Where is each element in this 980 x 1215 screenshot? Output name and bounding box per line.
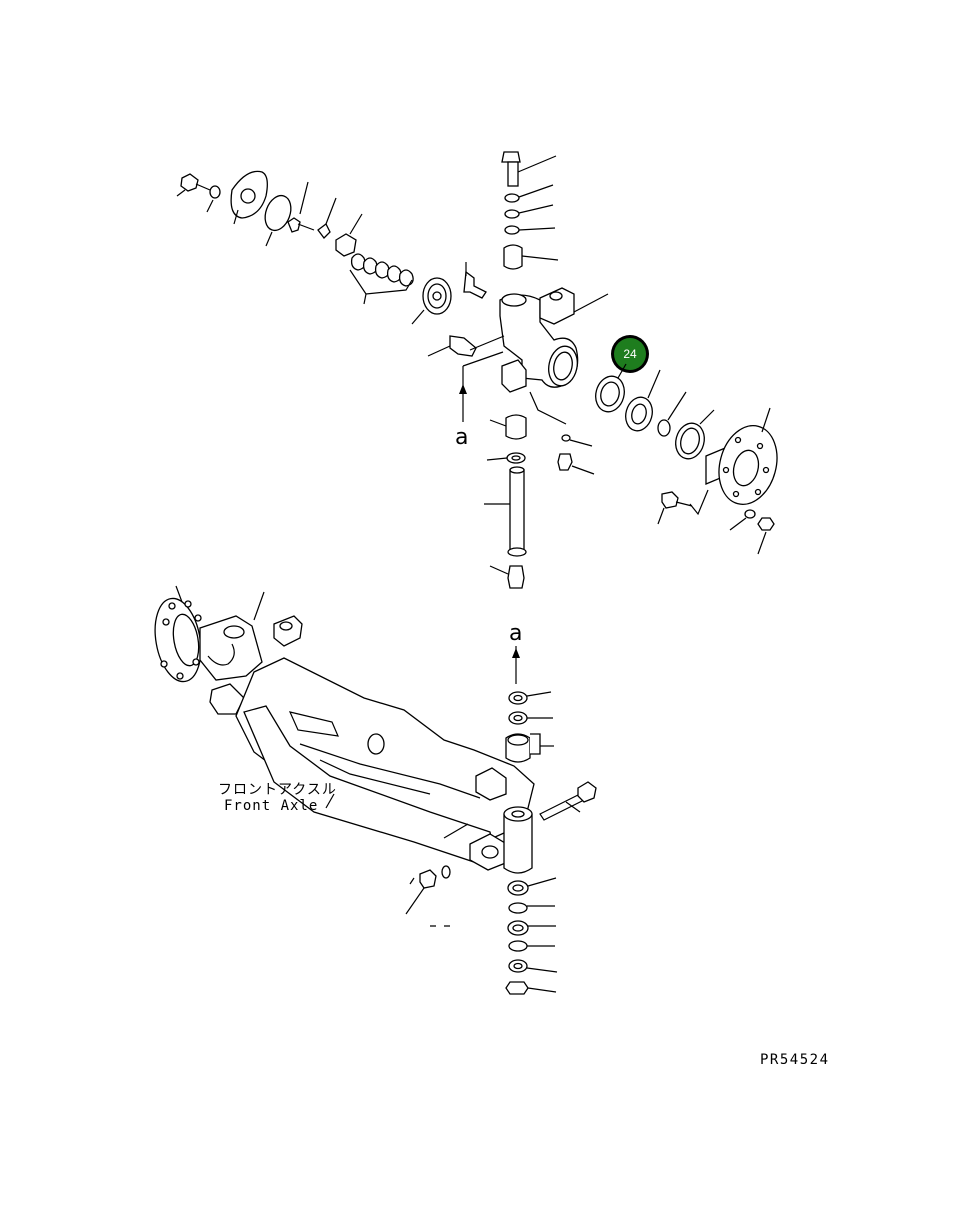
assembly-label-english: Front Axle xyxy=(224,798,318,814)
tie-rod-grease-fitting xyxy=(427,335,505,357)
kingpin xyxy=(484,466,527,557)
wheel-hub xyxy=(705,407,778,505)
front-axle-assembly xyxy=(154,585,535,871)
hub-washer-nut xyxy=(729,509,775,555)
kingpin-bottom-fitting xyxy=(489,565,525,589)
hub-stud-bolt xyxy=(657,489,709,525)
oil-seal xyxy=(675,409,715,460)
assembly-label-japanese: フロントアクスル xyxy=(218,782,337,798)
kingpin-top-bushing xyxy=(503,244,559,270)
knuckle-grease-fitting xyxy=(463,262,487,299)
pivot-bolt xyxy=(539,781,597,821)
drawing-code: PR54524 xyxy=(760,1052,830,1068)
pivot-washers-lower xyxy=(505,877,558,995)
steering-knuckle xyxy=(499,287,609,447)
kingpin-top-bolt xyxy=(501,151,557,187)
roller-bearing xyxy=(411,277,452,325)
hub-bearing-cone xyxy=(625,369,661,432)
grease-bolt xyxy=(287,181,315,233)
arrow-label-bottom: a xyxy=(509,621,522,646)
pivot-boss xyxy=(503,806,533,874)
hub-bearing xyxy=(595,363,627,413)
gasket xyxy=(264,194,292,247)
pivot-bracket xyxy=(505,733,554,763)
spacer-block xyxy=(335,213,363,257)
pivot-nut-washer xyxy=(405,865,451,927)
kingpin-top-washers xyxy=(504,184,556,235)
cover-bolt-group xyxy=(176,173,221,213)
direction-arrow-bottom xyxy=(512,646,520,684)
callout-number: 24 xyxy=(623,347,637,361)
arrow-label-top: a xyxy=(455,425,468,450)
shim-stack xyxy=(349,253,414,305)
o-ring xyxy=(657,391,687,437)
direction-arrow-top xyxy=(459,351,504,422)
kingpin-lower-bushing xyxy=(489,414,527,440)
pivot-washers-upper xyxy=(508,691,553,725)
cover-plate xyxy=(230,170,268,225)
grease-fitting xyxy=(317,197,337,239)
kingpin-lower-washer xyxy=(486,452,526,464)
callout-badge-24[interactable]: 24 xyxy=(611,335,649,373)
lower-grease-fitting xyxy=(557,453,595,475)
